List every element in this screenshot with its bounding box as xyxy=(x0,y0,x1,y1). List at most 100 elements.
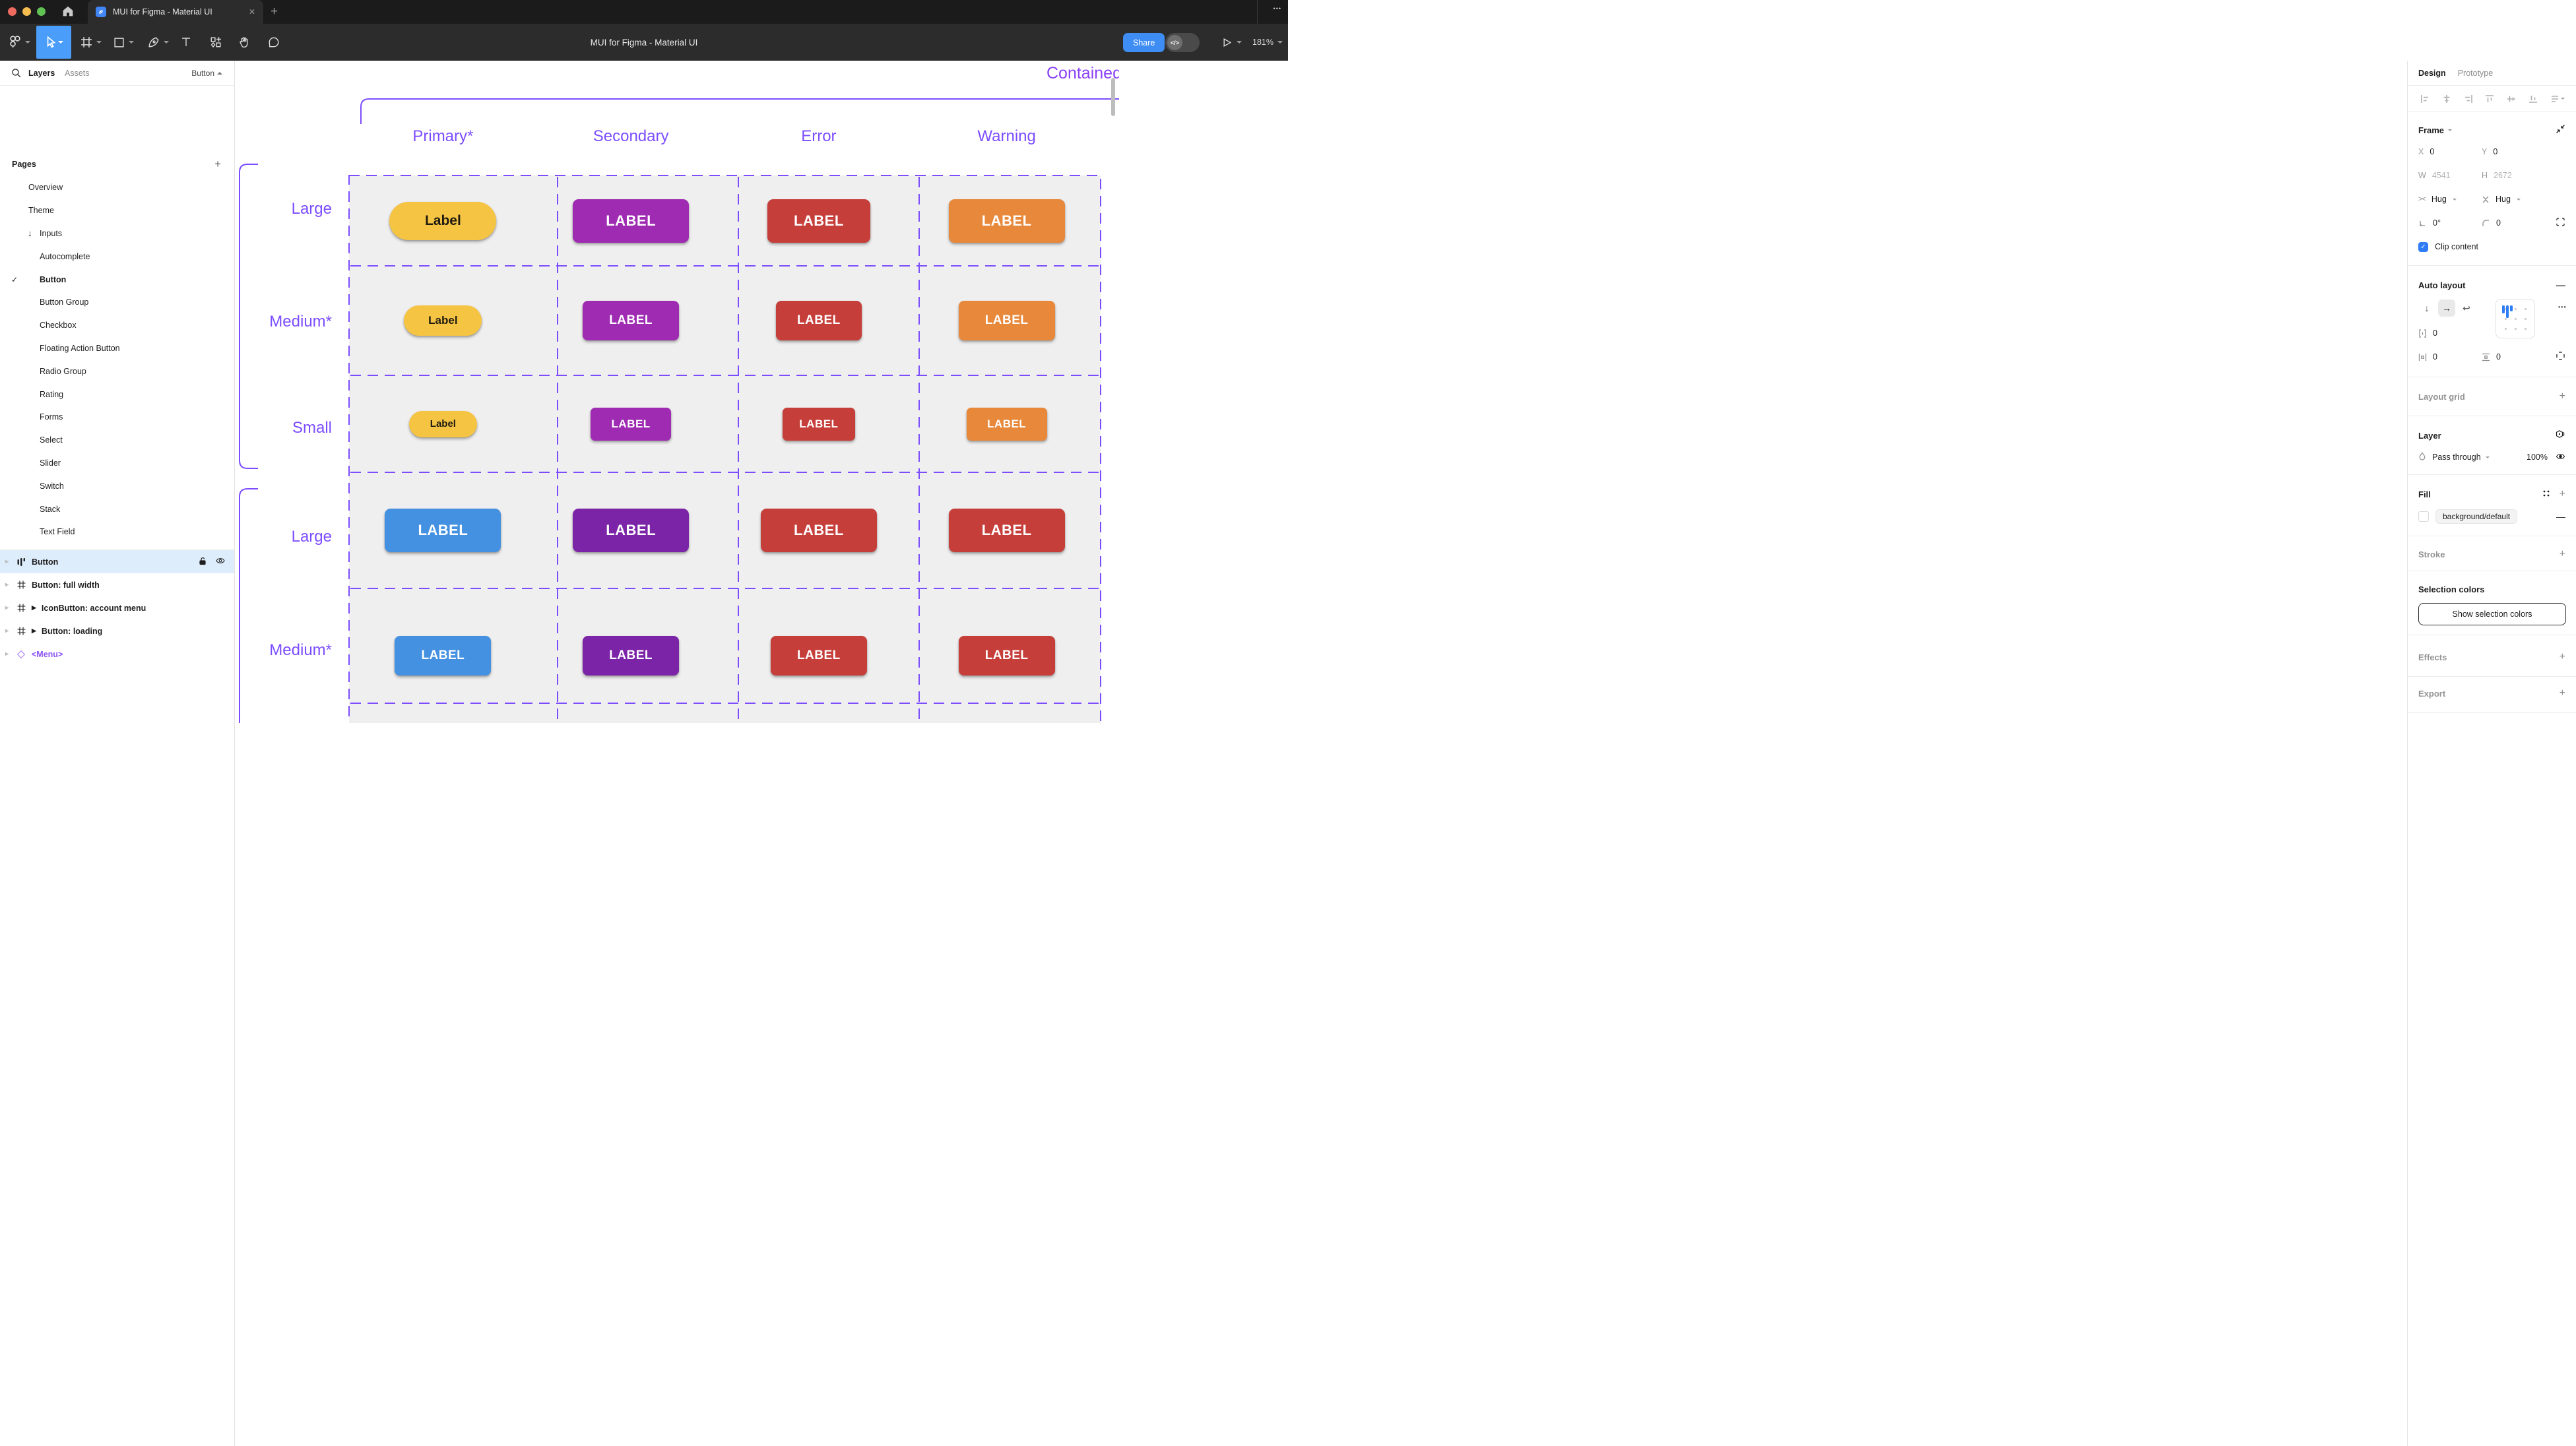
share-button[interactable]: Share xyxy=(1123,33,1165,52)
tab-prototype[interactable]: Prototype xyxy=(2457,68,2494,78)
align-top-icon[interactable] xyxy=(2484,93,2496,105)
distribute-menu-icon[interactable] xyxy=(2549,93,2565,105)
canvas-button[interactable]: LABEL xyxy=(775,301,862,340)
canvas-button[interactable]: Label xyxy=(404,305,482,336)
collapse-icon[interactable] xyxy=(2556,124,2565,136)
page-item-autocomplete[interactable]: Autocomplete xyxy=(40,251,90,261)
visibility-eye-icon[interactable] xyxy=(2556,453,2565,462)
frame-tool-button[interactable] xyxy=(80,24,102,61)
page-item-radio-group[interactable]: Radio Group xyxy=(40,366,86,376)
canvas-button[interactable]: LABEL xyxy=(958,636,1055,676)
canvas-button[interactable]: LABEL xyxy=(573,509,690,552)
page-item-theme[interactable]: Theme xyxy=(28,206,54,216)
dev-mode-toggle[interactable]: </> xyxy=(1165,33,1200,52)
vertical-padding-field[interactable]: 0 xyxy=(2482,352,2545,362)
page-item-select[interactable]: Select xyxy=(40,435,63,445)
align-horizontal-center-icon[interactable] xyxy=(2441,93,2453,105)
page-item-rating[interactable]: Rating xyxy=(40,389,64,399)
styles-icon[interactable] xyxy=(2542,489,2550,499)
layer-row-button[interactable]: ▸ Button xyxy=(0,550,234,573)
align-bottom-icon[interactable] xyxy=(2527,93,2539,105)
show-selection-colors-button[interactable]: Show selection colors xyxy=(2418,603,2566,625)
visibility-eye-icon[interactable] xyxy=(216,557,225,567)
align-left-icon[interactable] xyxy=(2419,93,2431,105)
chevron-right-icon[interactable]: ▸ xyxy=(5,604,9,612)
canvas-button[interactable]: Label xyxy=(389,201,497,240)
shape-tool-button[interactable] xyxy=(113,24,134,61)
canvas-button[interactable]: LABEL xyxy=(948,509,1065,552)
horizontal-sizing-dropdown[interactable]: ><Hug xyxy=(2418,195,2482,204)
rotation-field[interactable]: 0° xyxy=(2418,218,2482,228)
clip-content-checkbox[interactable]: ✓ xyxy=(2418,241,2428,252)
tab-close-icon[interactable]: ✕ xyxy=(248,7,255,16)
page-item-button-group[interactable]: Button Group xyxy=(40,298,89,307)
tab-design[interactable]: Design xyxy=(2418,68,2446,78)
page-item-stack[interactable]: Stack xyxy=(40,504,61,514)
add-stroke-button[interactable]: + xyxy=(2559,548,2565,559)
lock-open-icon[interactable] xyxy=(199,557,207,567)
blend-mode-dropdown[interactable]: Pass through xyxy=(2432,453,2481,462)
canvas-button[interactable]: LABEL xyxy=(770,636,867,676)
tab-assets[interactable]: Assets xyxy=(65,68,90,78)
layer-row-iconbutton-account-menu[interactable]: ▸ ▶ IconButton: account menu xyxy=(5,603,146,613)
new-tab-button[interactable]: + xyxy=(271,5,278,18)
independent-corners-icon[interactable] xyxy=(2556,217,2565,229)
gap-field[interactable]: 0 xyxy=(2418,329,2482,338)
vertical-sizing-dropdown[interactable]: Hug xyxy=(2482,195,2545,204)
fill-token-chip[interactable]: background/default xyxy=(2435,509,2518,524)
expand-triangle-icon[interactable]: ▶ xyxy=(32,604,36,611)
present-button[interactable] xyxy=(1222,24,1242,61)
main-menu-button[interactable] xyxy=(8,24,30,61)
add-effect-button[interactable]: + xyxy=(2559,651,2565,662)
canvas-button[interactable]: LABEL xyxy=(583,301,680,340)
add-fill-button[interactable]: + xyxy=(2559,488,2565,499)
canvas-button[interactable]: LABEL xyxy=(767,199,870,243)
hand-tool-button[interactable] xyxy=(239,24,250,61)
layer-row-button-loading[interactable]: ▸ ▶ Button: loading xyxy=(5,626,103,636)
layer-row-menu[interactable]: ▸ <Menu> xyxy=(5,649,63,659)
align-vertical-center-icon[interactable] xyxy=(2505,93,2517,105)
expand-triangle-icon[interactable]: ▶ xyxy=(32,627,36,634)
clip-content-row[interactable]: ✓ Clip content xyxy=(2408,235,2576,259)
search-icon[interactable] xyxy=(11,68,21,81)
chevron-right-icon[interactable]: ▸ xyxy=(5,650,9,658)
horizontal-padding-field[interactable]: 0 xyxy=(2418,352,2482,362)
direction-vertical-button[interactable]: ↓ xyxy=(2424,303,2430,313)
remove-fill-button[interactable]: — xyxy=(2556,511,2565,522)
canvas-button[interactable]: LABEL xyxy=(760,509,877,552)
blend-mode-icon[interactable] xyxy=(2555,429,2565,442)
component-jump-dropdown[interactable]: Button xyxy=(191,69,222,78)
align-right-icon[interactable] xyxy=(2463,93,2474,105)
page-item-checkbox[interactable]: Checkbox xyxy=(40,321,77,330)
minimize-window-button[interactable] xyxy=(22,7,31,16)
file-tab[interactable]: MUI for Figma - Material UI ✕ xyxy=(88,0,263,24)
add-layout-grid-button[interactable]: + xyxy=(2559,391,2565,402)
chevron-right-icon[interactable]: ▸ xyxy=(5,558,9,565)
titlebar-overflow-menu[interactable]: ••• xyxy=(1273,5,1281,12)
layer-row-button-full-width[interactable]: ▸ Button: full width xyxy=(5,580,100,590)
frame-title[interactable]: Contained xyxy=(1046,64,1119,82)
text-tool-button[interactable] xyxy=(181,24,191,61)
page-item-forms[interactable]: Forms xyxy=(40,412,63,422)
auto-layout-more-button[interactable]: ••• xyxy=(2558,304,2567,310)
canvas-button[interactable]: LABEL xyxy=(966,407,1047,441)
canvas-button[interactable]: LABEL xyxy=(591,407,672,441)
canvas-button[interactable]: LABEL xyxy=(385,509,501,552)
alignment-grid-widget[interactable] xyxy=(2496,299,2535,338)
zoom-menu[interactable]: 181% xyxy=(1252,24,1283,61)
add-export-button[interactable]: + xyxy=(2559,687,2565,699)
zoom-window-button[interactable] xyxy=(37,7,46,16)
page-item-floating-action-button[interactable]: Floating Action Button xyxy=(40,343,120,353)
canvas-button[interactable]: LABEL xyxy=(395,636,492,676)
page-item-switch[interactable]: Switch xyxy=(40,481,64,491)
add-page-button[interactable]: + xyxy=(214,158,221,170)
canvas-button[interactable]: LABEL xyxy=(782,407,855,441)
pen-tool-button[interactable] xyxy=(148,24,169,61)
corner-radius-field[interactable]: 0 xyxy=(2482,218,2545,228)
home-icon[interactable] xyxy=(62,5,74,20)
frame-section-header[interactable]: Frame xyxy=(2408,120,2576,140)
page-item-inputs[interactable]: ↓Inputs xyxy=(28,228,63,239)
